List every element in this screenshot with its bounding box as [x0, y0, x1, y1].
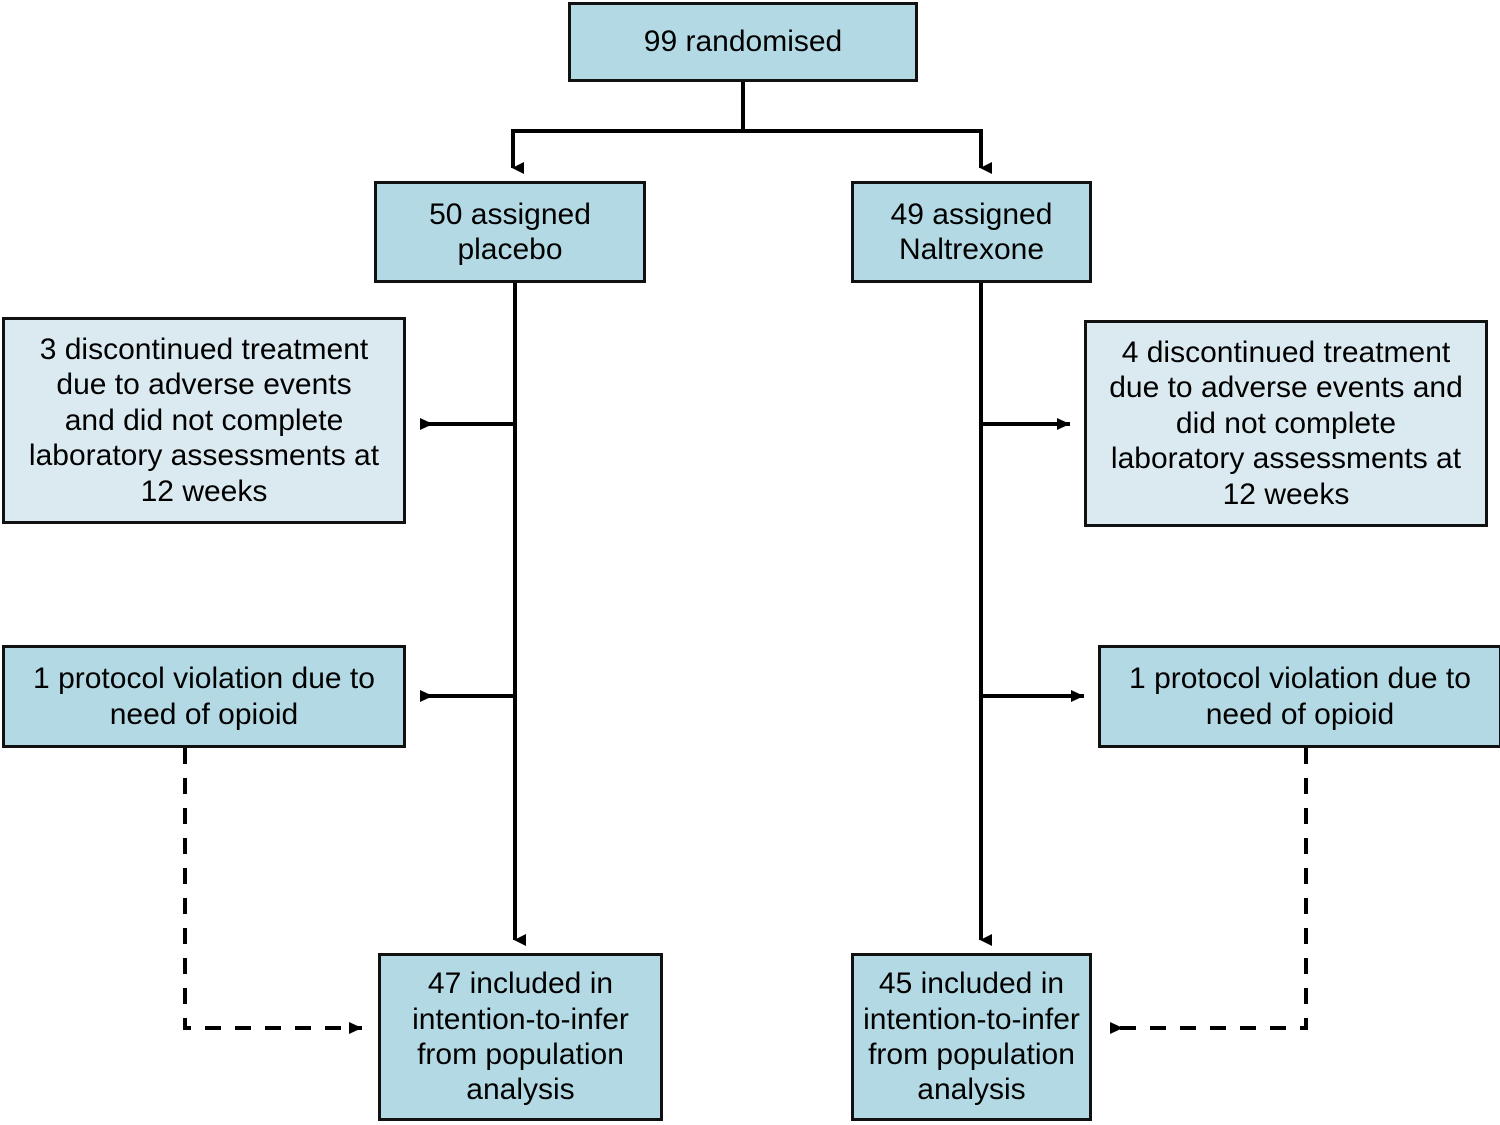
node-violation-placebo: 1 protocol violation due to need of opio…	[2, 645, 406, 748]
edge-naltrexone-trunk	[979, 283, 1084, 946]
node-discontinued-naltrexone: 4 discontinued treatment due to adverse …	[1084, 320, 1488, 527]
node-placebo-arm: 50 assigned placebo	[374, 181, 646, 283]
node-violation-naltrexone: 1 protocol violation due to need of opio…	[1098, 645, 1500, 748]
node-naltrexone-arm: 49 assigned Naltrexone	[851, 181, 1092, 283]
edge-randomised-split	[511, 82, 992, 174]
node-discontinued-placebo: 3 discontinued treatment due to adverse …	[2, 317, 406, 524]
node-included-naltrexone: 45 included in intention-to-infer from p…	[851, 953, 1092, 1121]
edge-violation-placebo-dashed	[183, 748, 362, 1034]
node-randomised: 99 randomised	[568, 2, 918, 82]
edge-placebo-trunk	[420, 283, 526, 946]
edge-violation-naltrexone-dashed	[1110, 748, 1308, 1034]
node-included-placebo: 47 included in intention-to-infer from p…	[378, 953, 663, 1121]
